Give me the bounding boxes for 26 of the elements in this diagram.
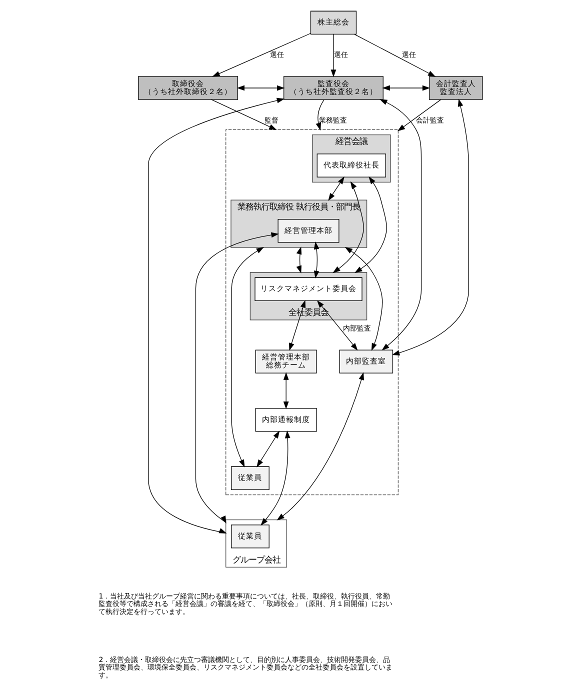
arrow — [354, 176, 387, 274]
arrow — [314, 242, 320, 279]
arrow — [195, 232, 279, 524]
arrow — [316, 300, 358, 351]
arrow — [316, 100, 324, 131]
arrow — [328, 176, 344, 201]
arrow — [260, 430, 290, 526]
arrow — [330, 34, 336, 78]
arrow — [256, 430, 280, 468]
arrow — [211, 99, 277, 130]
arrow — [332, 181, 364, 274]
arrow — [231, 247, 264, 468]
arrow — [344, 247, 383, 351]
arrow — [354, 34, 436, 77]
arrow — [380, 99, 422, 350]
arrow — [236, 85, 285, 91]
arrow — [392, 98, 469, 356]
arrow — [283, 372, 289, 410]
arrow — [212, 33, 311, 77]
arrow — [276, 372, 364, 520]
arrow — [382, 85, 430, 91]
arrow — [148, 98, 285, 534]
cluster — [226, 129, 398, 496]
arrow — [296, 246, 302, 274]
arrow — [397, 99, 442, 132]
arrow — [289, 300, 306, 351]
